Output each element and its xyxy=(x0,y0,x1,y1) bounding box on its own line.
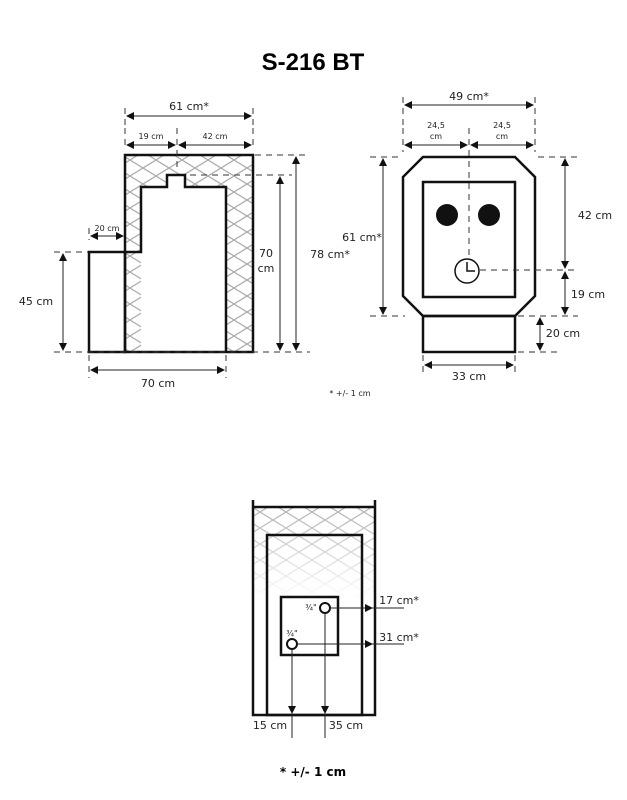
inner-outline xyxy=(125,173,228,352)
total-height-label: 78 cm* xyxy=(310,248,350,261)
hatched-insulation-rear xyxy=(253,507,375,597)
base-width-label: 33 cm xyxy=(452,370,486,383)
control-knob-left xyxy=(436,204,458,226)
inner-height-unit: cm xyxy=(258,262,275,275)
pipe-bottom xyxy=(286,638,298,650)
half-left-value: 24,5 xyxy=(427,121,445,130)
door xyxy=(421,180,517,299)
front-width-label: 49 cm* xyxy=(449,90,489,103)
pipe-right-offset: 35 cm xyxy=(329,719,363,732)
footer-tolerance-note: * +/- 1 cm xyxy=(280,765,346,779)
rear-view: ¾" ¾" 17 cm* 31 cm* 15 cm 35 cm xyxy=(251,500,419,738)
step-block xyxy=(87,250,127,354)
half-left-unit: cm xyxy=(430,132,442,141)
half-right-value: 24,5 xyxy=(493,121,511,130)
pipe-left-offset: 15 cm xyxy=(253,719,287,732)
connection-plate xyxy=(279,595,340,657)
pipe-top-size: ¾" xyxy=(305,603,316,612)
width-right-label: 42 cm xyxy=(203,132,228,141)
pipe-bottom-height: 31 cm* xyxy=(379,631,419,644)
clock-icon xyxy=(454,258,480,284)
upper-height-label: 42 cm xyxy=(578,209,612,222)
inner-height-value: 70 xyxy=(259,247,273,260)
tolerance-note: * +/- 1 cm xyxy=(329,389,370,398)
width-left-label: 19 cm xyxy=(139,132,164,141)
base-height-label: 20 cm xyxy=(546,327,580,340)
pipe-bottom-size: ¾" xyxy=(286,629,297,638)
control-knob-right xyxy=(478,204,500,226)
front-base xyxy=(421,314,517,354)
width-total-label: 61 cm* xyxy=(169,100,209,113)
front-view: 49 cm* 24,5 cm 24,5 cm 61 cm* 42 cm 19 c… xyxy=(329,90,612,398)
lower-height-label: 19 cm xyxy=(571,288,605,301)
page-title: S-216 BT xyxy=(262,49,365,76)
base-depth-label: 70 cm xyxy=(141,377,175,390)
pipe-top xyxy=(319,602,331,614)
pipe-top-height: 17 cm* xyxy=(379,594,419,607)
step-width-label: 20 cm xyxy=(95,224,120,233)
half-right-unit: cm xyxy=(496,132,508,141)
side-view: 61 cm* 19 cm 42 cm 20 cm 45 cm 70 cm 78 … xyxy=(19,100,351,390)
body-height-label: 61 cm* xyxy=(342,231,382,244)
rear-inner-panel xyxy=(265,533,364,717)
step-height-label: 45 cm xyxy=(19,295,53,308)
